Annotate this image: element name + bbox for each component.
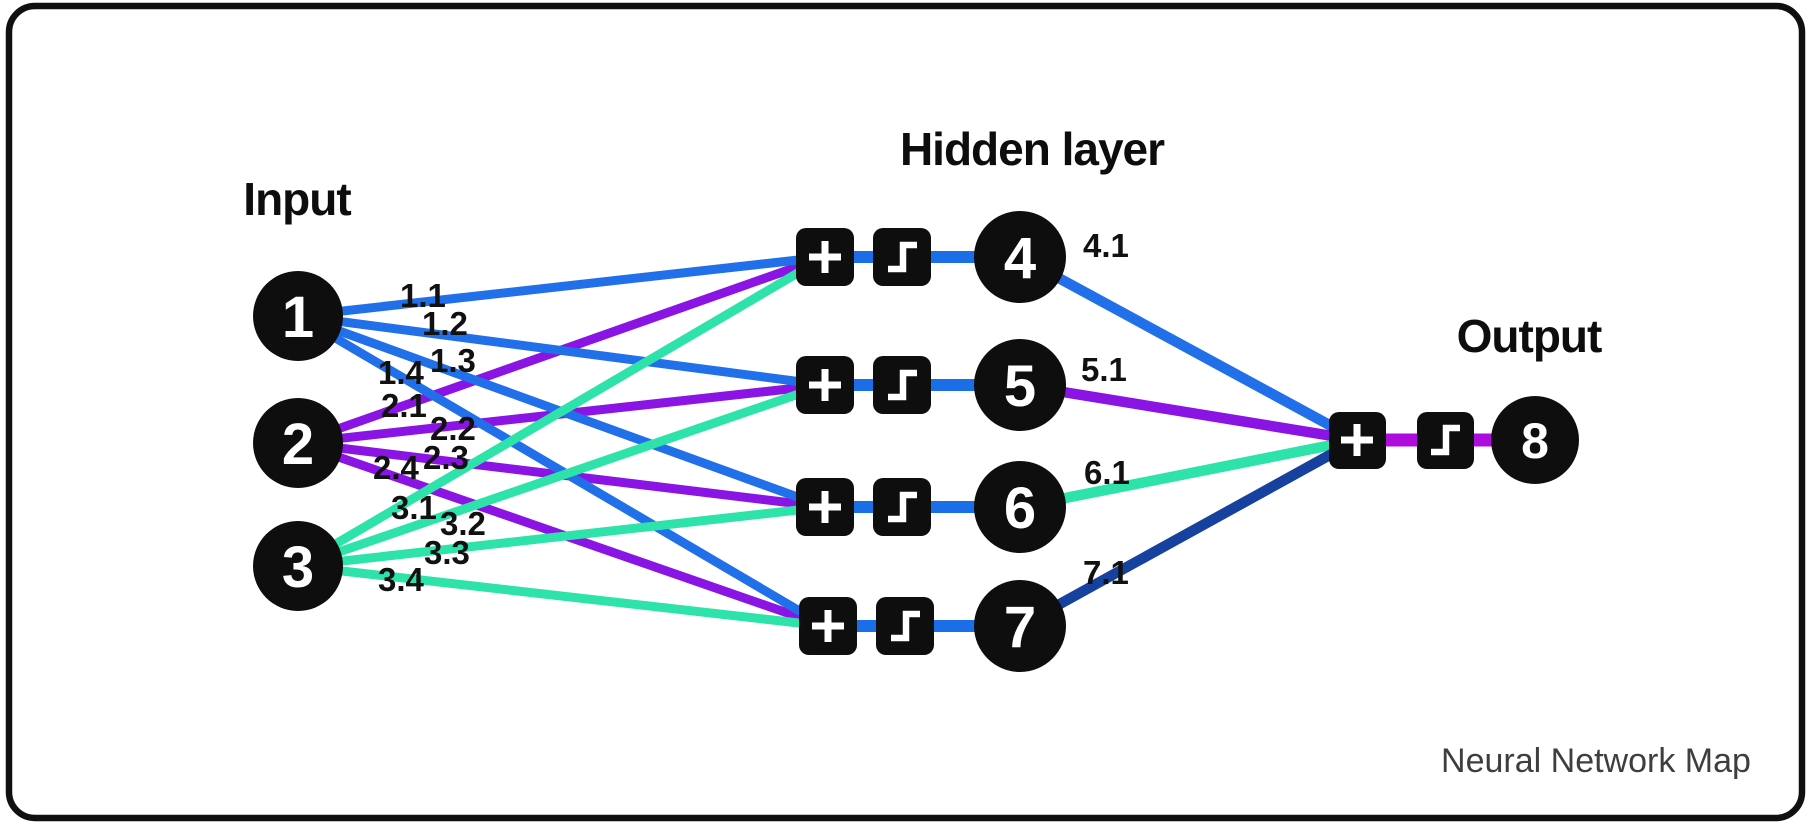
step-function-icon bbox=[1431, 424, 1460, 456]
input-node-3-label: 3 bbox=[282, 535, 314, 600]
plus-icon bbox=[809, 369, 841, 401]
plus-icon bbox=[809, 491, 841, 523]
weight-labels: 1.1 1.2 1.3 1.4 2.1 2.2 2.3 2.4 3.1 3.2 … bbox=[373, 227, 1130, 598]
weight-label-2-3: 2.3 bbox=[423, 439, 469, 476]
hidden-node-6-label: 6 bbox=[1004, 476, 1036, 541]
step-function-icon bbox=[891, 610, 920, 642]
weight-label-5-1: 5.1 bbox=[1081, 351, 1127, 388]
input-node-1-label: 1 bbox=[282, 285, 314, 350]
weight-label-3-3: 3.3 bbox=[424, 534, 470, 571]
weight-label-6-1: 6.1 bbox=[1084, 454, 1130, 491]
weight-label-2-1: 2.1 bbox=[381, 387, 427, 424]
hidden-node-4-label: 4 bbox=[1004, 226, 1036, 291]
weight-label-2-2: 2.2 bbox=[430, 410, 476, 447]
hidden-node-7-label: 7 bbox=[1004, 595, 1036, 660]
edge-3-to-6 bbox=[293, 502, 830, 571]
weight-label-4-1: 4.1 bbox=[1083, 227, 1129, 264]
output-node-8-label: 8 bbox=[1521, 413, 1549, 469]
edge-6-to-8 bbox=[1014, 434, 1363, 513]
input-node-3 bbox=[253, 521, 343, 611]
edge-4-to-8 bbox=[1014, 251, 1363, 446]
step-function-icon bbox=[888, 241, 917, 273]
plus-icon bbox=[809, 241, 841, 273]
output-node-8 bbox=[1491, 396, 1579, 484]
weight-label-3-2: 3.2 bbox=[440, 505, 486, 542]
output-layer-title: Output bbox=[1457, 310, 1602, 362]
input-node-2 bbox=[253, 398, 343, 488]
hidden-node-6 bbox=[974, 461, 1066, 553]
edges-hidden-to-output bbox=[1014, 251, 1363, 632]
weight-label-1-3: 1.3 bbox=[430, 342, 476, 379]
hidden-layer-title: Hidden layer bbox=[900, 123, 1165, 175]
output-layer: 8 bbox=[1491, 396, 1579, 484]
output-operator-boxes bbox=[1329, 412, 1474, 469]
weight-label-3-1: 3.1 bbox=[391, 489, 437, 526]
plus-icon bbox=[812, 610, 844, 642]
hidden-operator-boxes bbox=[796, 228, 934, 655]
hidden-node-5-label: 5 bbox=[1004, 354, 1036, 419]
weight-label-1-1: 1.1 bbox=[400, 277, 446, 314]
input-layer-title: Input bbox=[243, 173, 351, 225]
hidden-layer: 4 5 6 7 bbox=[974, 211, 1066, 672]
hidden-node-7 bbox=[974, 580, 1066, 672]
weight-label-1-2: 1.2 bbox=[422, 305, 468, 342]
footer-caption: Neural Network Map bbox=[1441, 742, 1751, 780]
input-node-1 bbox=[253, 271, 343, 361]
plus-icon bbox=[1341, 424, 1373, 456]
hidden-node-4 bbox=[974, 211, 1066, 303]
edge-3-to-5 bbox=[293, 380, 830, 571]
edge-1-to-4 bbox=[293, 252, 830, 321]
weight-label-1-4: 1.4 bbox=[378, 354, 425, 391]
input-layer: 1 2 3 bbox=[253, 271, 343, 611]
weight-label-7-1: 7.1 bbox=[1083, 554, 1129, 591]
step-function-icon bbox=[888, 369, 917, 401]
edge-1-to-5 bbox=[293, 311, 830, 390]
step-function-icon bbox=[888, 491, 917, 523]
edges-input3 bbox=[293, 252, 830, 631]
edge-5-to-8 bbox=[1014, 379, 1363, 446]
weight-label-3-4: 3.4 bbox=[378, 561, 425, 598]
section-titles: Input Hidden layer Output bbox=[243, 123, 1603, 362]
edge-3-to-4 bbox=[293, 252, 830, 571]
hidden-node-5 bbox=[974, 339, 1066, 431]
edge-3-to-7 bbox=[293, 561, 830, 631]
edge-7-to-8 bbox=[1014, 434, 1363, 632]
weight-label-2-4: 2.4 bbox=[373, 449, 420, 486]
input-node-2-label: 2 bbox=[282, 412, 314, 477]
